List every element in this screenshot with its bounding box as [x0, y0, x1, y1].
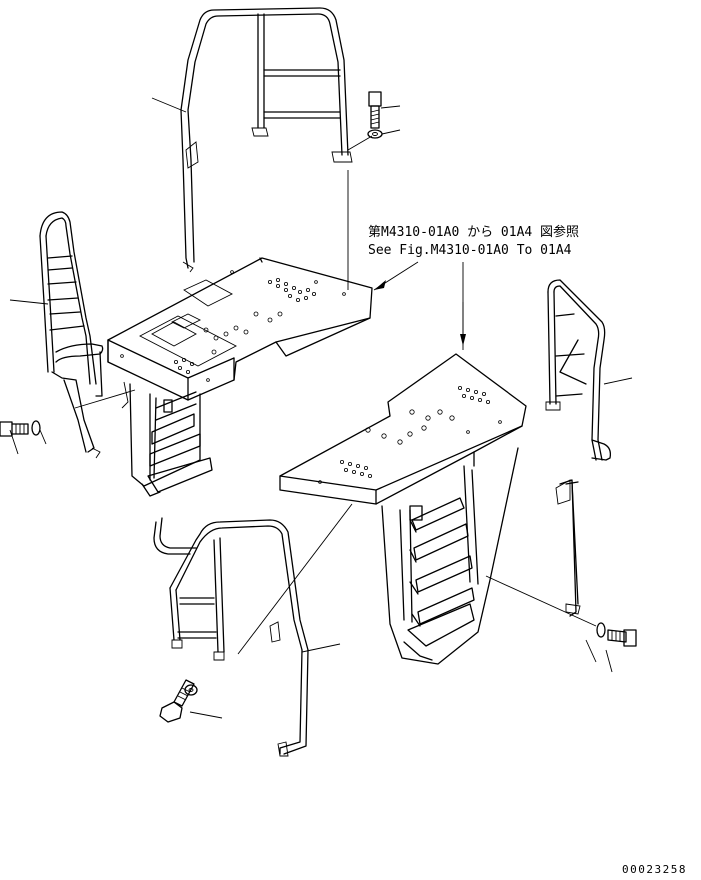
- handrail-top: [180, 7, 353, 273]
- handrail-right: [545, 279, 612, 617]
- platform-right-holes: [318, 385, 502, 484]
- reference-note: 第M4310-01A0 から 01A4 図参照 See Fig.M4310-01…: [368, 224, 579, 258]
- leader-lines: [9, 97, 633, 719]
- bolt-bottom: [159, 679, 198, 723]
- handrail-far-left: [39, 211, 104, 459]
- platform-left-holes: [120, 270, 346, 382]
- handrail-bottom: [153, 517, 309, 757]
- drawing-number: 00023258: [622, 863, 687, 876]
- reference-note-jp: 第M4310-01A0 から 01A4 図参照: [368, 224, 579, 240]
- reference-arrows: [373, 261, 466, 346]
- bolt-top: [367, 91, 383, 139]
- bolt-right: [596, 622, 637, 647]
- bolt-left: [0, 420, 41, 437]
- platform-right: [279, 353, 527, 665]
- reference-note-en: See Fig.M4310-01A0 To 01A4: [368, 243, 572, 258]
- platform-left: [107, 257, 373, 497]
